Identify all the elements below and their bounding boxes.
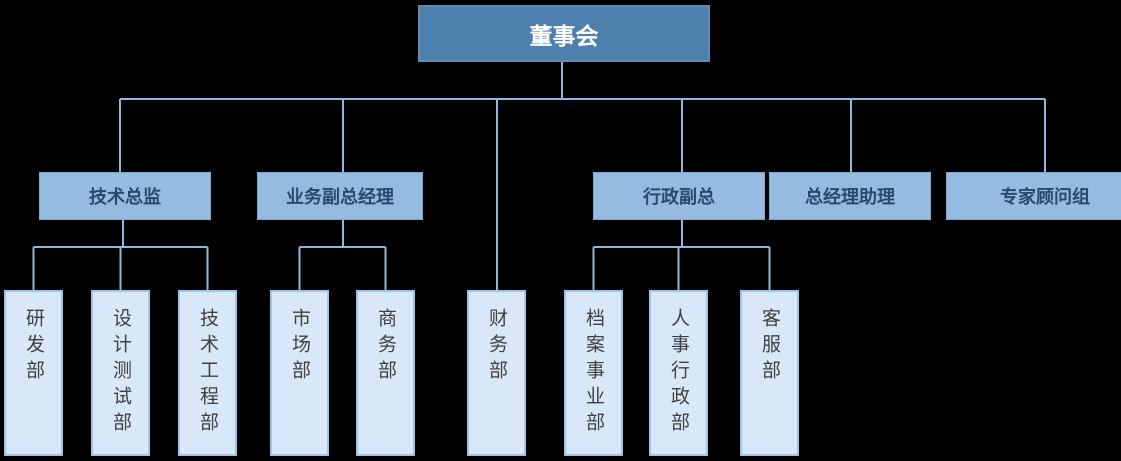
org-node-label: 专家顾问组 [1000,187,1090,208]
org-node-rnd-dept[interactable]: 研发部 [4,290,63,456]
org-node-admin-deputy[interactable]: 行政副总 [593,172,765,220]
org-node-label: 总经理助理 [805,187,895,208]
org-node-tech-director[interactable]: 技术总监 [39,172,211,220]
org-node-commerce-dept[interactable]: 商务部 [356,290,415,456]
org-node-label: 客服部 [759,308,781,386]
org-node-label: 档案事业部 [583,308,605,438]
org-node-customer-service-dept[interactable]: 客服部 [740,290,799,456]
org-node-gm-assistant[interactable]: 总经理助理 [769,172,931,220]
org-node-design-test-dept[interactable]: 设计测试部 [91,290,150,456]
org-node-label: 技术总监 [89,187,161,208]
org-node-label: 商务部 [375,308,397,386]
org-node-marketing-dept[interactable]: 市场部 [270,290,329,456]
org-node-hr-admin-dept[interactable]: 人事行政部 [649,290,708,456]
org-node-expert-advisors[interactable]: 专家顾问组 [946,172,1121,220]
org-node-label: 设计测试部 [110,308,132,438]
org-node-label: 市场部 [289,308,311,386]
org-node-tech-engineering-dept[interactable]: 技术工程部 [178,290,237,456]
org-node-label: 人事行政部 [668,308,690,438]
org-node-label: 财务部 [486,308,508,386]
org-node-label: 董事会 [529,23,599,50]
org-node-archives-dept[interactable]: 档案事业部 [564,290,623,456]
org-node-label: 研发部 [23,308,45,386]
org-node-business-deputy-gm[interactable]: 业务副总经理 [257,172,423,220]
org-node-label: 行政副总 [643,187,715,208]
org-node-label: 业务副总经理 [286,187,394,208]
org-node-label: 技术工程部 [197,308,219,438]
org-node-board[interactable]: 董事会 [418,5,710,62]
org-node-finance-dept[interactable]: 财务部 [467,290,526,456]
